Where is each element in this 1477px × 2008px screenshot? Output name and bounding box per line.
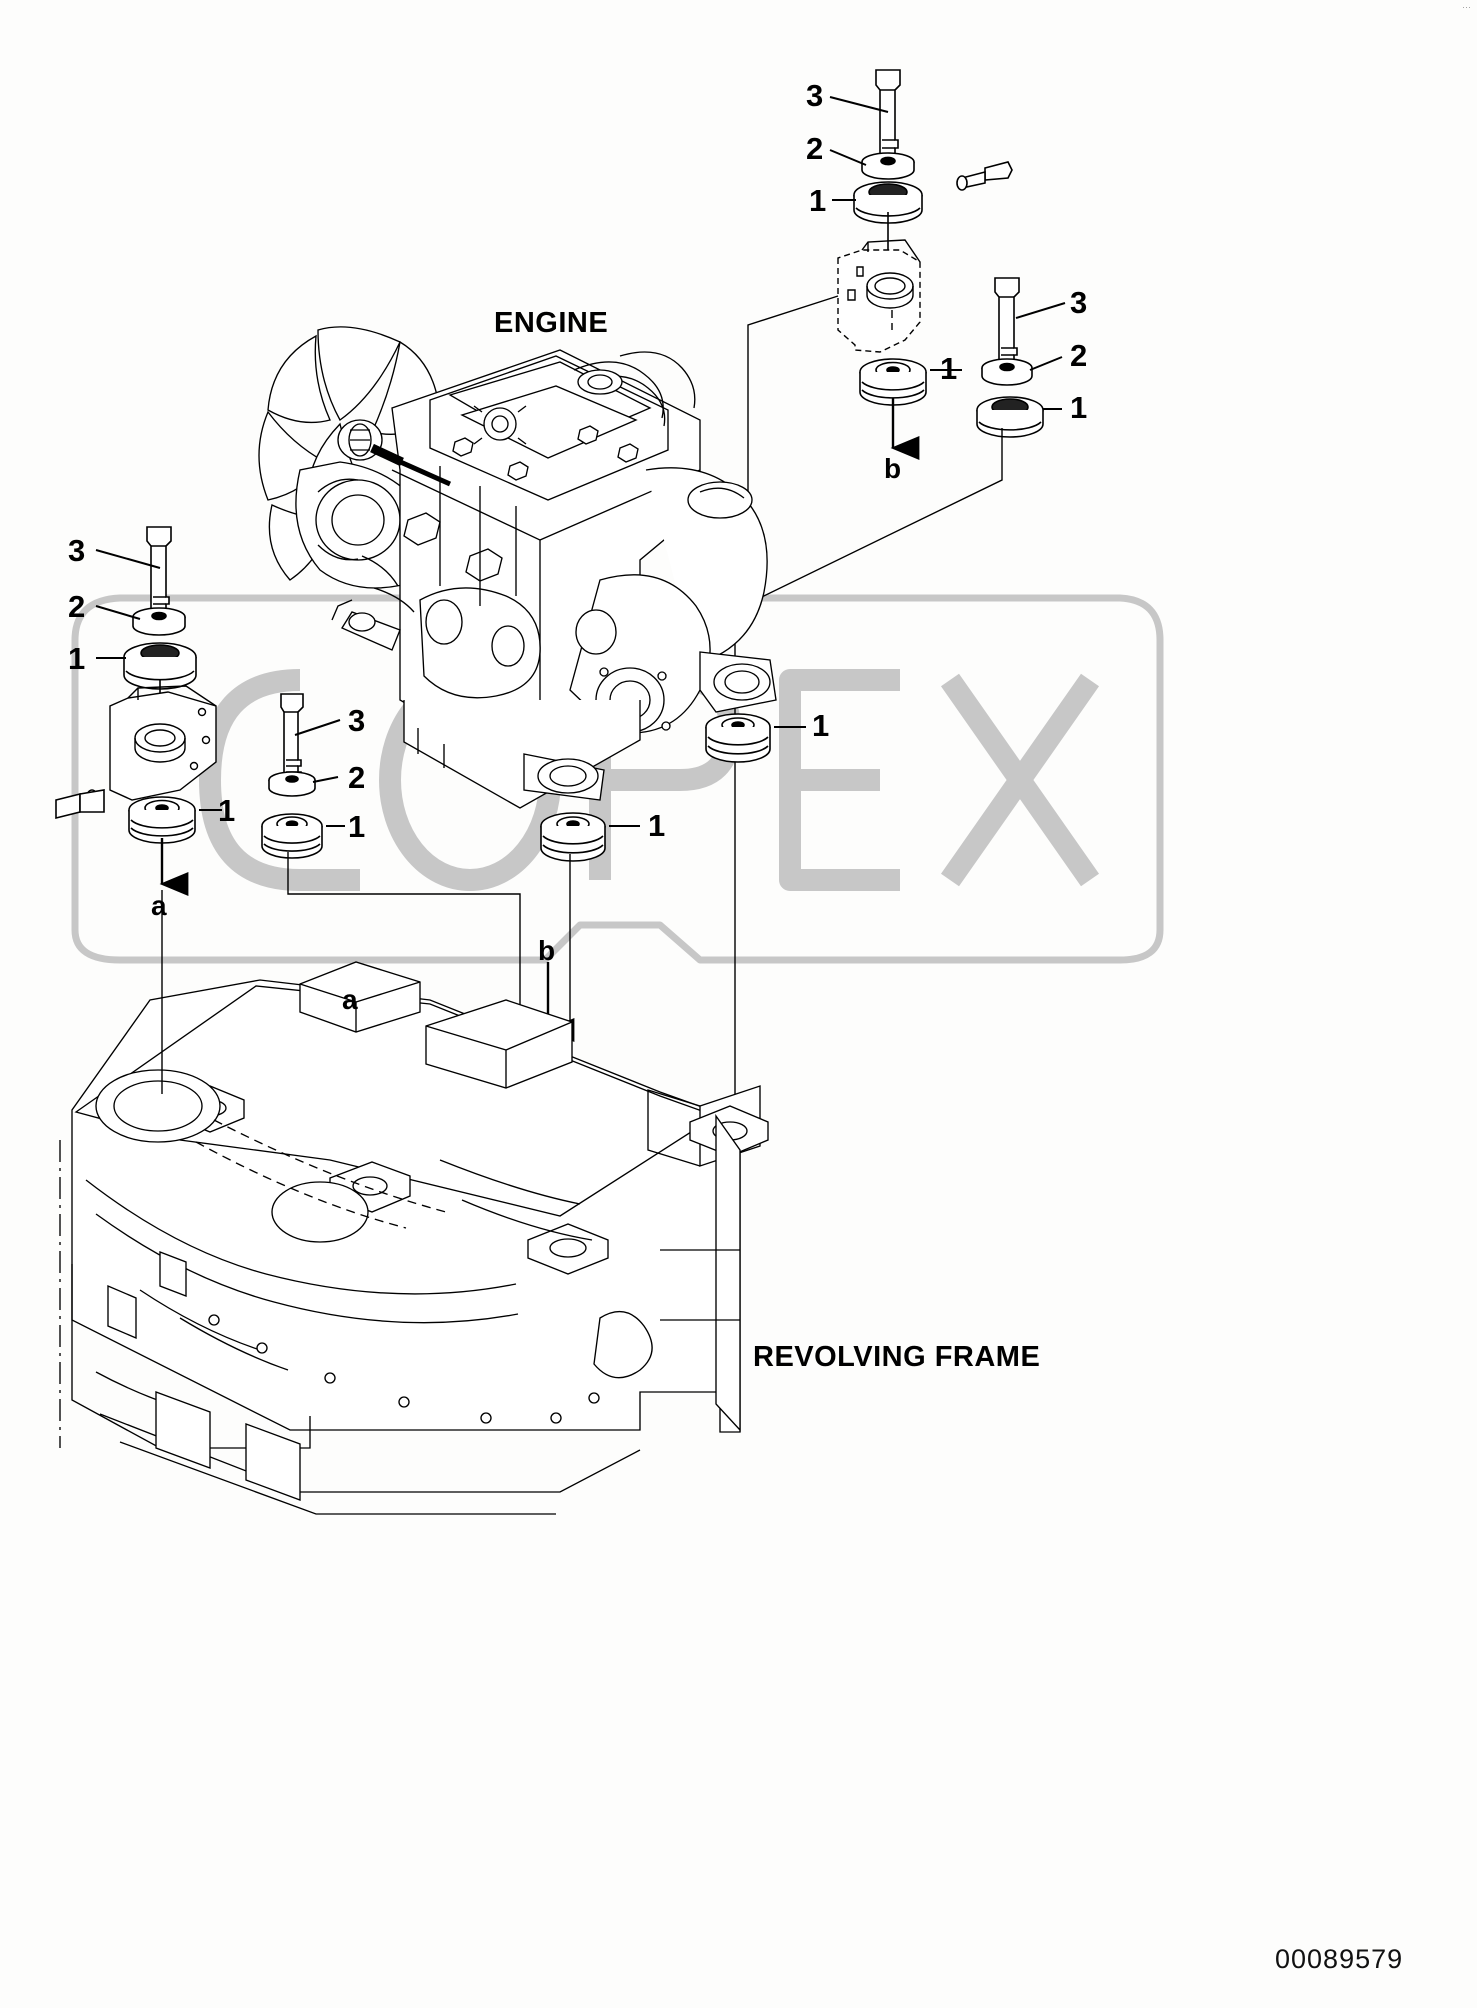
rubber-mount-left-lower	[128, 796, 196, 844]
callout-3-left: 3	[68, 533, 86, 568]
callout-1-left: 1	[68, 641, 86, 676]
callout-1-right: 1	[1070, 390, 1088, 425]
marker-b-lower: b	[538, 935, 556, 966]
bolt-right	[994, 277, 1020, 375]
rubber-mount-right	[976, 396, 1044, 438]
revolving-frame-title: REVOLVING FRAME	[753, 1341, 1041, 1373]
washer-top-right	[861, 152, 915, 180]
bolt-left-upper	[146, 526, 172, 624]
callout-1-top-right: 1	[809, 183, 827, 218]
rubber-mount-mid-right	[859, 358, 927, 406]
side-bolt-lower-left	[55, 789, 105, 820]
bolt-top-right	[875, 69, 901, 169]
bracket-lower-left	[109, 685, 217, 801]
washer-right	[981, 358, 1033, 386]
rubber-mount-left-lower-2	[261, 813, 323, 859]
document-part-number: 00089579	[1275, 1944, 1404, 1974]
callout-2-left-lower: 2	[348, 760, 366, 795]
engine-title: ENGINE	[494, 307, 609, 339]
side-bolt-top-right	[956, 161, 1013, 191]
callout-1-left-mount: 1	[218, 793, 236, 828]
bolt-left-lower	[280, 693, 304, 785]
marker-a-lower: a	[342, 984, 358, 1015]
corner-mark: ···	[1462, 2, 1471, 12]
callout-2-right: 2	[1070, 338, 1088, 373]
rubber-mount-center	[540, 812, 606, 862]
marker-b-upper: b	[884, 453, 902, 484]
engine-assembly	[258, 326, 777, 809]
callout-1-mid-right: 1	[940, 351, 958, 386]
callout-3-left-lower: 3	[348, 703, 366, 738]
callout-3-right: 3	[1070, 285, 1088, 320]
callout-2-top-right: 2	[806, 131, 824, 166]
callout-1-right-center-mount: 1	[812, 708, 830, 743]
washer-left-upper	[132, 607, 186, 636]
marker-a-upper: a	[151, 890, 167, 921]
callout-2-left: 2	[68, 589, 86, 624]
callout-1-left-lower: 1	[348, 809, 366, 844]
bracket-upper-right	[837, 239, 921, 353]
revolving-frame	[59, 961, 769, 1515]
rubber-mount-right-center	[705, 713, 771, 763]
callout-3-top-right: 3	[806, 78, 824, 113]
callout-1-center-mount: 1	[648, 808, 666, 843]
washer-left-lower	[268, 771, 316, 797]
